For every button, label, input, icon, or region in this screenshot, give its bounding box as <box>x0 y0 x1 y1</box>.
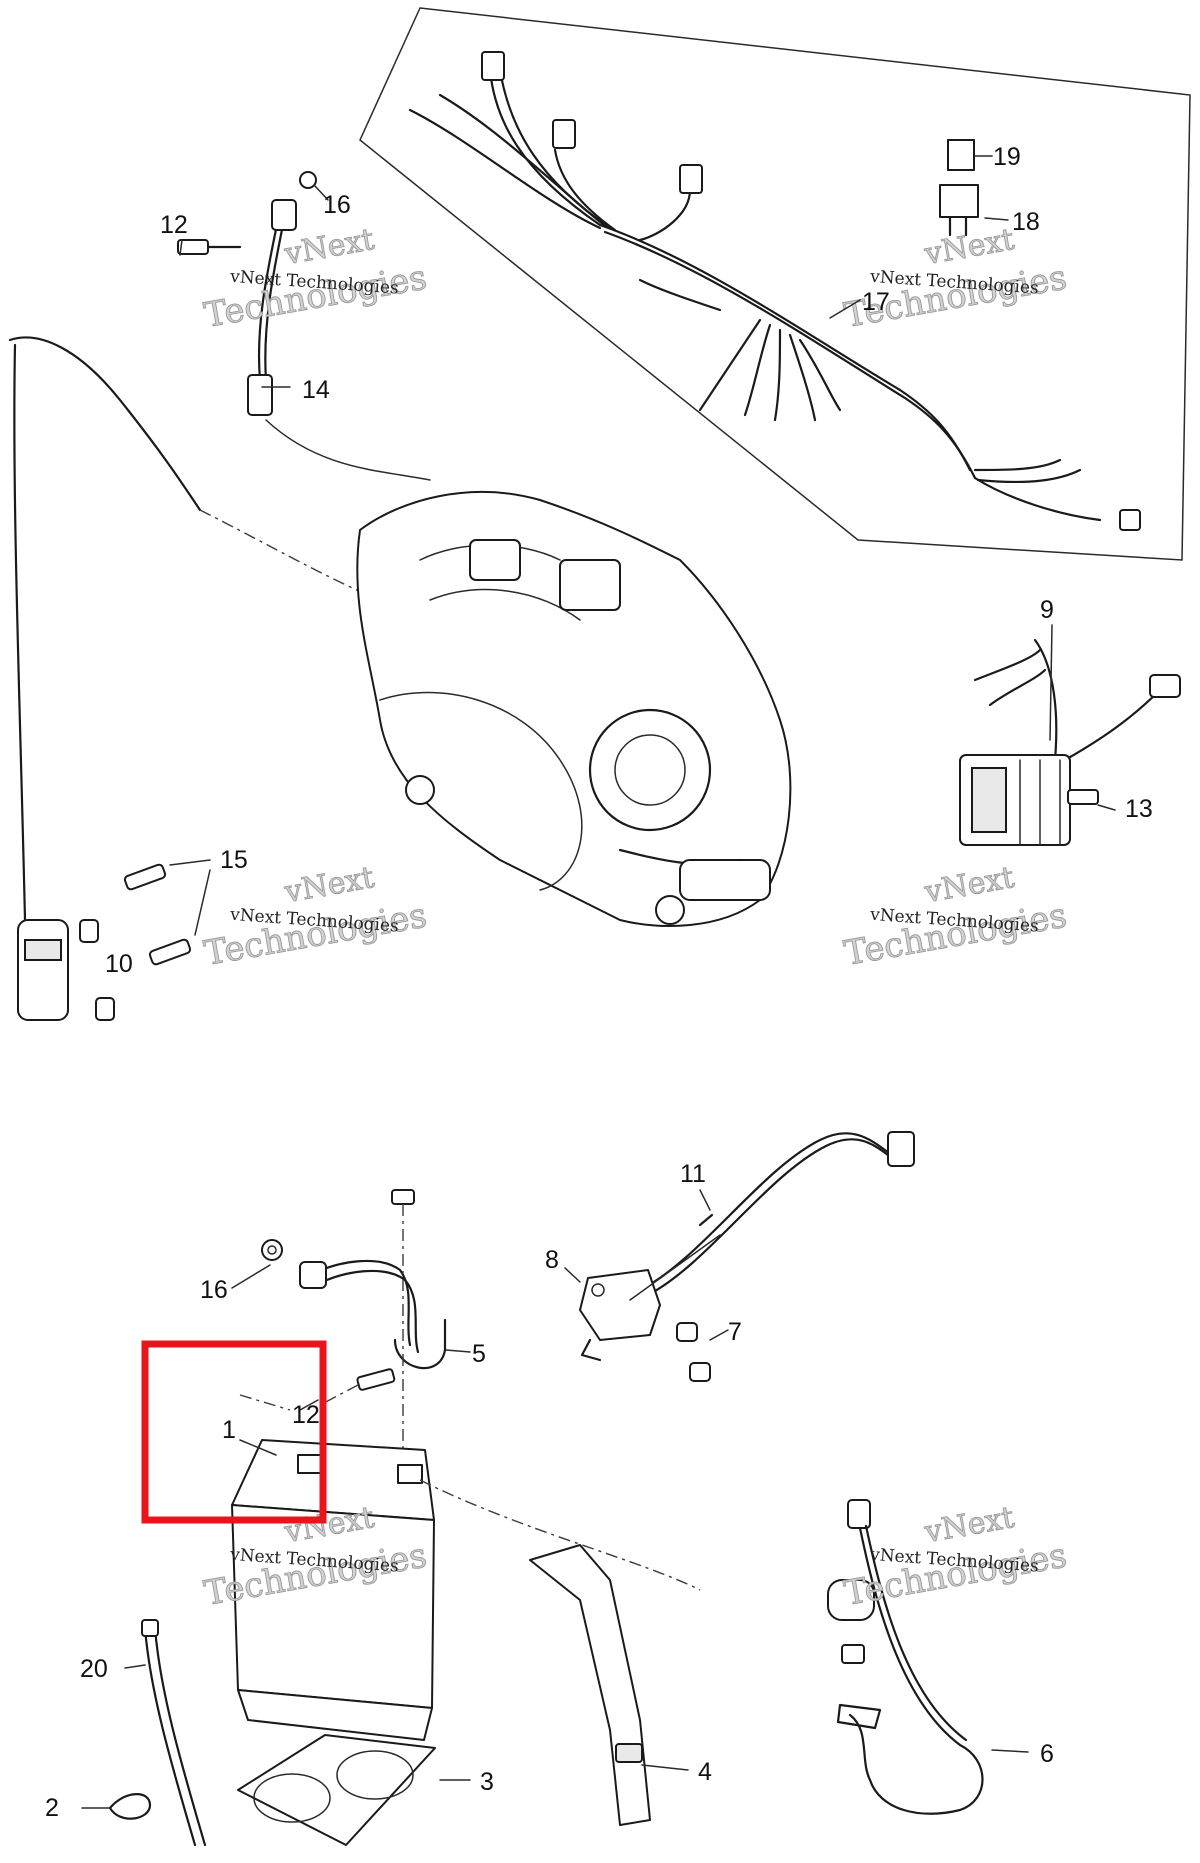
wiring-harness-panel <box>359 7 1191 561</box>
callout-8: 8 <box>545 1246 559 1274</box>
callout-12-bottom: 12 <box>292 1401 320 1429</box>
negative-battery-cable <box>827 1499 984 1815</box>
breather-tube <box>108 1619 207 1847</box>
battery <box>231 1394 701 1741</box>
callout-14: 14 <box>302 376 330 404</box>
callout-16-bottom: 16 <box>200 1276 228 1304</box>
watermark-vnext: vNext <box>921 860 1017 910</box>
watermark-vnext: vNext <box>921 1500 1017 1550</box>
ignition-coil-assembly <box>8 171 431 1021</box>
watermark-vnext: vNext <box>281 860 377 910</box>
callout-11: 11 <box>680 1160 706 1188</box>
callout-9: 9 <box>1040 596 1054 624</box>
callout-16-top: 16 <box>323 191 351 219</box>
leader-lines <box>81 155 1116 1809</box>
callout-19: 19 <box>993 143 1021 171</box>
callout-13: 13 <box>1125 795 1153 823</box>
callout-12-top: 12 <box>160 211 188 239</box>
watermark-vnext: vNext <box>921 222 1017 272</box>
battery-strap <box>529 1544 651 1826</box>
engine-block <box>356 490 792 927</box>
callout-7: 7 <box>728 1318 742 1346</box>
callout-4: 4 <box>698 1758 712 1786</box>
callout-1: 1 <box>222 1416 236 1444</box>
callout-20: 20 <box>80 1655 108 1683</box>
callout-18: 18 <box>1012 208 1040 236</box>
voltage-regulator <box>959 638 1181 846</box>
callout-3: 3 <box>480 1768 494 1796</box>
callout-6: 6 <box>1040 1740 1054 1768</box>
callout-17: 17 <box>862 288 890 316</box>
battery-pad <box>237 1734 436 1846</box>
watermark-vnext: vNext <box>281 222 377 272</box>
callout-labels: 19 18 17 16 12 14 9 13 15 10 11 8 7 16 5… <box>45 143 1153 1822</box>
fuse-part <box>939 139 979 237</box>
callout-15: 15 <box>220 846 248 874</box>
callout-2: 2 <box>45 1794 59 1822</box>
highlight-box <box>141 1340 327 1524</box>
callout-5: 5 <box>472 1340 486 1368</box>
positive-battery-cable <box>261 1189 447 1490</box>
callout-10: 10 <box>105 950 133 978</box>
starter-relay <box>579 1131 915 1382</box>
